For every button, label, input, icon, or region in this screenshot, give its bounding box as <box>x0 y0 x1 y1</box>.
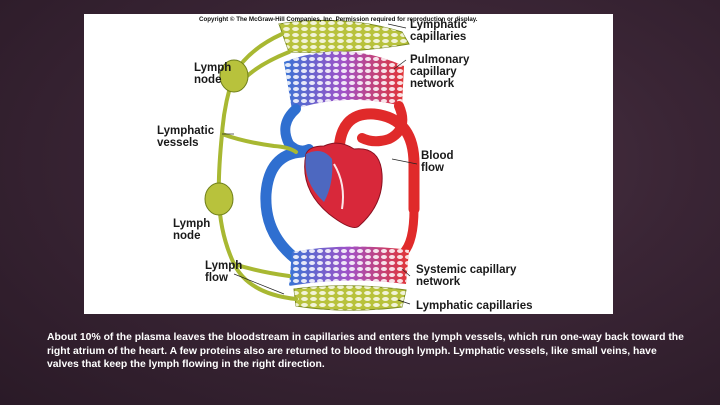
slide-caption: About 10% of the plasma leaves the blood… <box>47 332 684 370</box>
label-lymph-node-top: Lymph node <box>194 62 232 86</box>
copyright-notice: Copyright © The McGraw-Hill Companies, I… <box>199 16 478 23</box>
label-lymphatic-capillaries-top: Lymphatic capillaries <box>410 19 468 43</box>
lymphatic-capillaries-bottom-shape <box>293 285 407 311</box>
systemic-capillary-network-shape <box>289 246 409 286</box>
lymph-node-top-shape <box>219 59 249 93</box>
circulation-figure: Copyright © The McGraw-Hill Companies, I… <box>84 14 613 314</box>
label-blood-flow: Blood flow <box>421 150 454 174</box>
systemic-artery-path <box>397 204 419 259</box>
circulatory-lymph-illustration <box>204 19 420 311</box>
label-systemic-capillary-network: Systemic capillary network <box>416 264 517 288</box>
label-lymph-flow: Lymph flow <box>205 260 243 284</box>
label-pulmonary-capillary-network: Pulmonary capillary network <box>410 54 470 90</box>
label-lymph-node-bottom: Lymph node <box>173 218 211 242</box>
label-lymphatic-vessels: Lymphatic vessels <box>157 125 215 149</box>
label-lymphatic-capillaries-bottom: Lymphatic capillaries <box>416 300 533 312</box>
lymph-node-bottom-shape <box>204 182 234 216</box>
label-pointer-lines <box>222 23 418 305</box>
pulmonary-capillary-network-shape <box>284 51 404 110</box>
heart <box>304 142 383 228</box>
vena-cava <box>260 146 308 265</box>
aortic-arch <box>333 108 420 215</box>
pulmonary-vein-path <box>280 104 314 156</box>
pulmonary-artery-path <box>357 101 408 147</box>
lymphatic-capillaries-top-shape <box>278 19 410 53</box>
